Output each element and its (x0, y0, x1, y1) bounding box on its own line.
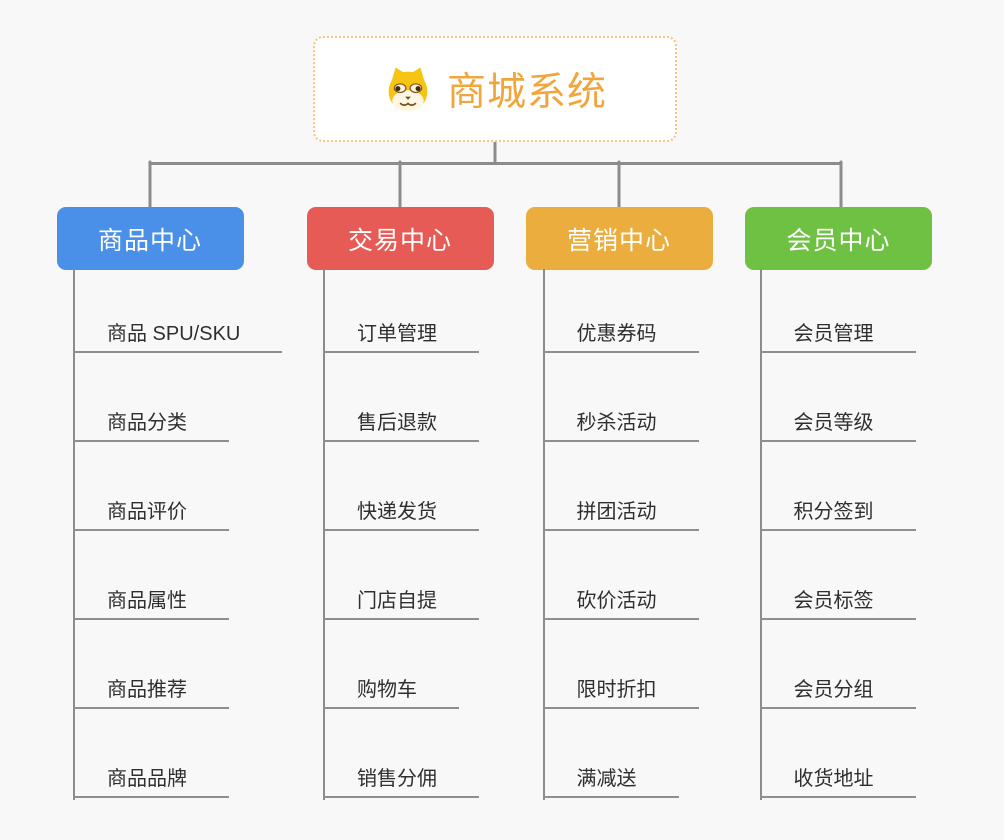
root-node[interactable]: 商城系统 (313, 36, 677, 142)
subtopic-item[interactable]: 商品分类 (73, 400, 229, 442)
subtopic-item[interactable]: 商品属性 (73, 578, 229, 620)
branch-node[interactable]: 交易中心 (306, 207, 494, 270)
subtopic-item[interactable]: 商品 SPU/SKU (73, 311, 283, 353)
subtopic-item[interactable]: 售后退款 (323, 400, 479, 442)
subtopic-item[interactable]: 会员管理 (759, 311, 916, 353)
branch-vline (73, 269, 75, 800)
subtopic-item[interactable]: 优惠券码 (542, 311, 699, 353)
subtopic-item[interactable]: 销售分佣 (323, 756, 479, 798)
subtopic-item[interactable]: 会员等级 (759, 400, 916, 442)
subtopic-item[interactable]: 快递发货 (323, 489, 479, 531)
subtopic-item[interactable]: 购物车 (323, 667, 459, 709)
subtopic-item[interactable]: 订单管理 (323, 311, 479, 353)
subtopic-item[interactable]: 收货地址 (759, 756, 916, 798)
subtopic-item[interactable]: 积分签到 (759, 489, 916, 531)
doge-icon (388, 67, 428, 112)
root-title: 商城系统 (446, 71, 607, 114)
subtopic-item[interactable]: 会员分组 (759, 667, 916, 709)
branch-vline (759, 269, 762, 800)
branch-node[interactable]: 商品中心 (56, 207, 244, 270)
branch-node[interactable]: 营销中心 (525, 207, 713, 270)
branch-vline (323, 269, 325, 800)
subtopic-item[interactable]: 商品评价 (73, 489, 229, 531)
subtopic-item[interactable]: 商品推荐 (73, 667, 229, 709)
branch-node[interactable]: 会员中心 (745, 207, 932, 270)
subtopic-item[interactable]: 门店自提 (323, 578, 479, 620)
subtopic-item[interactable]: 会员标签 (759, 578, 916, 620)
subtopic-item[interactable]: 拼团活动 (542, 489, 699, 531)
subtopic-item[interactable]: 秒杀活动 (542, 400, 699, 442)
subtopic-item[interactable]: 商品品牌 (73, 756, 229, 798)
subtopic-item[interactable]: 满减送 (542, 756, 679, 798)
branch-vline (542, 269, 545, 800)
subtopic-item[interactable]: 砍价活动 (542, 578, 699, 620)
subtopic-item[interactable]: 限时折扣 (542, 667, 699, 709)
